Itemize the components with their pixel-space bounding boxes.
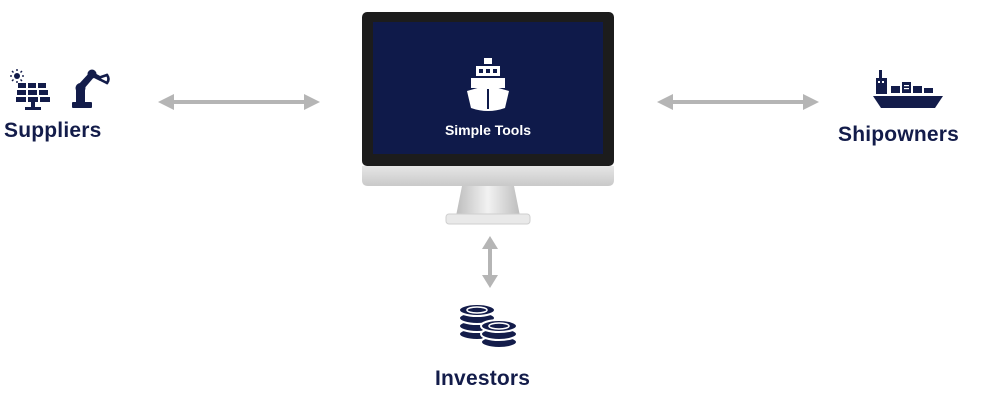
ship-icon — [467, 58, 509, 111]
investors-label: Investors — [435, 367, 531, 390]
center-investors-arrow — [482, 236, 498, 288]
coins-icon — [458, 303, 518, 349]
center-shipowners-arrow — [657, 94, 819, 110]
shipowners-label: Shipowners — [838, 123, 960, 146]
robot-arm-icon — [72, 69, 110, 108]
monitor — [362, 12, 614, 225]
monitor-title: Simple Tools — [444, 122, 532, 138]
suppliers-label: Suppliers — [4, 119, 102, 142]
container-ship-icon — [873, 70, 943, 108]
solar-panel-icon — [10, 69, 50, 110]
suppliers-center-arrow — [158, 94, 320, 110]
